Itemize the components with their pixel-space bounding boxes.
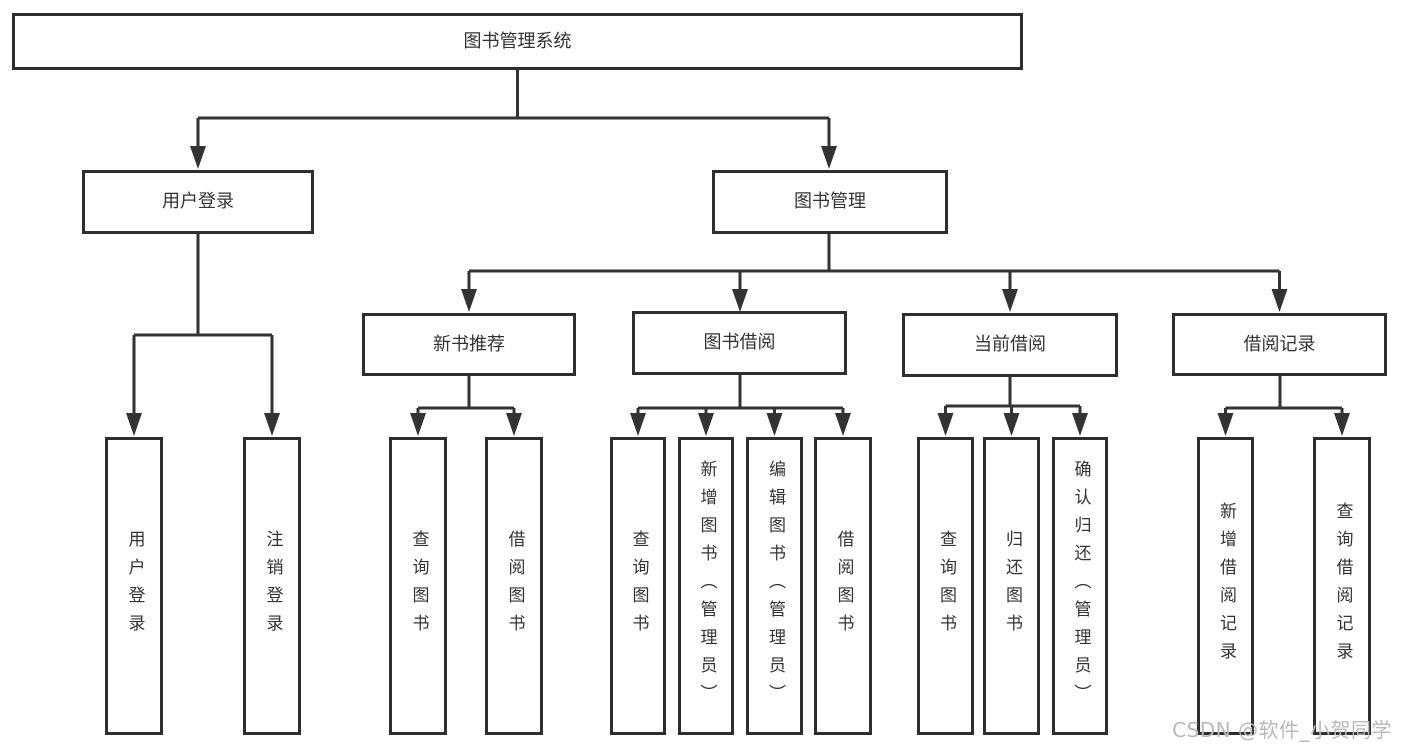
node-label: 图书借阅 — [703, 332, 776, 353]
node-book-management: 图书管理 — [712, 170, 948, 234]
leaf-query-borrow-record: 查询借阅记录 — [1313, 437, 1371, 735]
node-label: 用户登录 — [124, 530, 145, 642]
node-label: 归还图书 — [1002, 530, 1022, 642]
node-label: 注销登录 — [262, 530, 283, 642]
leaf-edit-books-admin: 编辑图书（管理员） — [746, 437, 803, 735]
leaf-return-books: 归还图书 — [983, 437, 1040, 735]
node-label: 新增图书（管理员） — [696, 460, 717, 712]
leaf-add-books-admin: 新增图书（管理员） — [678, 437, 734, 735]
node-book-borrowing: 图书借阅 — [632, 311, 847, 375]
node-label: 图书管理 — [794, 191, 866, 212]
node-borrowing-records: 借阅记录 — [1172, 313, 1387, 376]
node-label: 图书管理系统 — [463, 30, 572, 52]
leaf-borrow-books-borrow: 借阅图书 — [814, 437, 872, 735]
watermark: CSDN @软件_小贺同学 — [1172, 718, 1392, 742]
node-label: 查询借阅记录 — [1332, 502, 1353, 670]
leaf-logout: 注销登录 — [243, 437, 301, 735]
node-label: 查询图书 — [628, 530, 649, 642]
node-label: 用户登录 — [162, 191, 234, 212]
leaf-confirm-return-admin: 确认归还（管理员） — [1052, 437, 1108, 735]
node-label: 借阅图书 — [504, 530, 525, 642]
leaf-add-borrow-record: 新增借阅记录 — [1197, 437, 1254, 735]
leaf-query-books-new: 查询图书 — [389, 437, 447, 735]
node-label: 新增借阅记录 — [1216, 502, 1236, 670]
leaf-query-books-borrow: 查询图书 — [610, 437, 666, 735]
node-label: 确认归还（管理员） — [1070, 460, 1091, 712]
node-new-book-recommendation: 新书推荐 — [362, 313, 576, 376]
node-label: 借阅图书 — [833, 530, 854, 642]
node-label: 借阅记录 — [1243, 333, 1316, 355]
leaf-borrow-books-new: 借阅图书 — [485, 437, 543, 735]
node-label: 新书推荐 — [433, 333, 505, 355]
node-label: 当前借阅 — [974, 334, 1046, 355]
node-library-management-system: 图书管理系统 — [12, 13, 1023, 70]
node-label: 查询图书 — [936, 530, 956, 642]
leaf-user-login: 用户登录 — [105, 437, 163, 735]
node-label: 查询图书 — [408, 530, 429, 642]
leaf-query-books-current: 查询图书 — [917, 437, 974, 735]
node-user-login: 用户登录 — [82, 170, 314, 234]
node-label: 编辑图书（管理员） — [765, 460, 785, 712]
node-current-borrowing: 当前借阅 — [902, 313, 1118, 377]
